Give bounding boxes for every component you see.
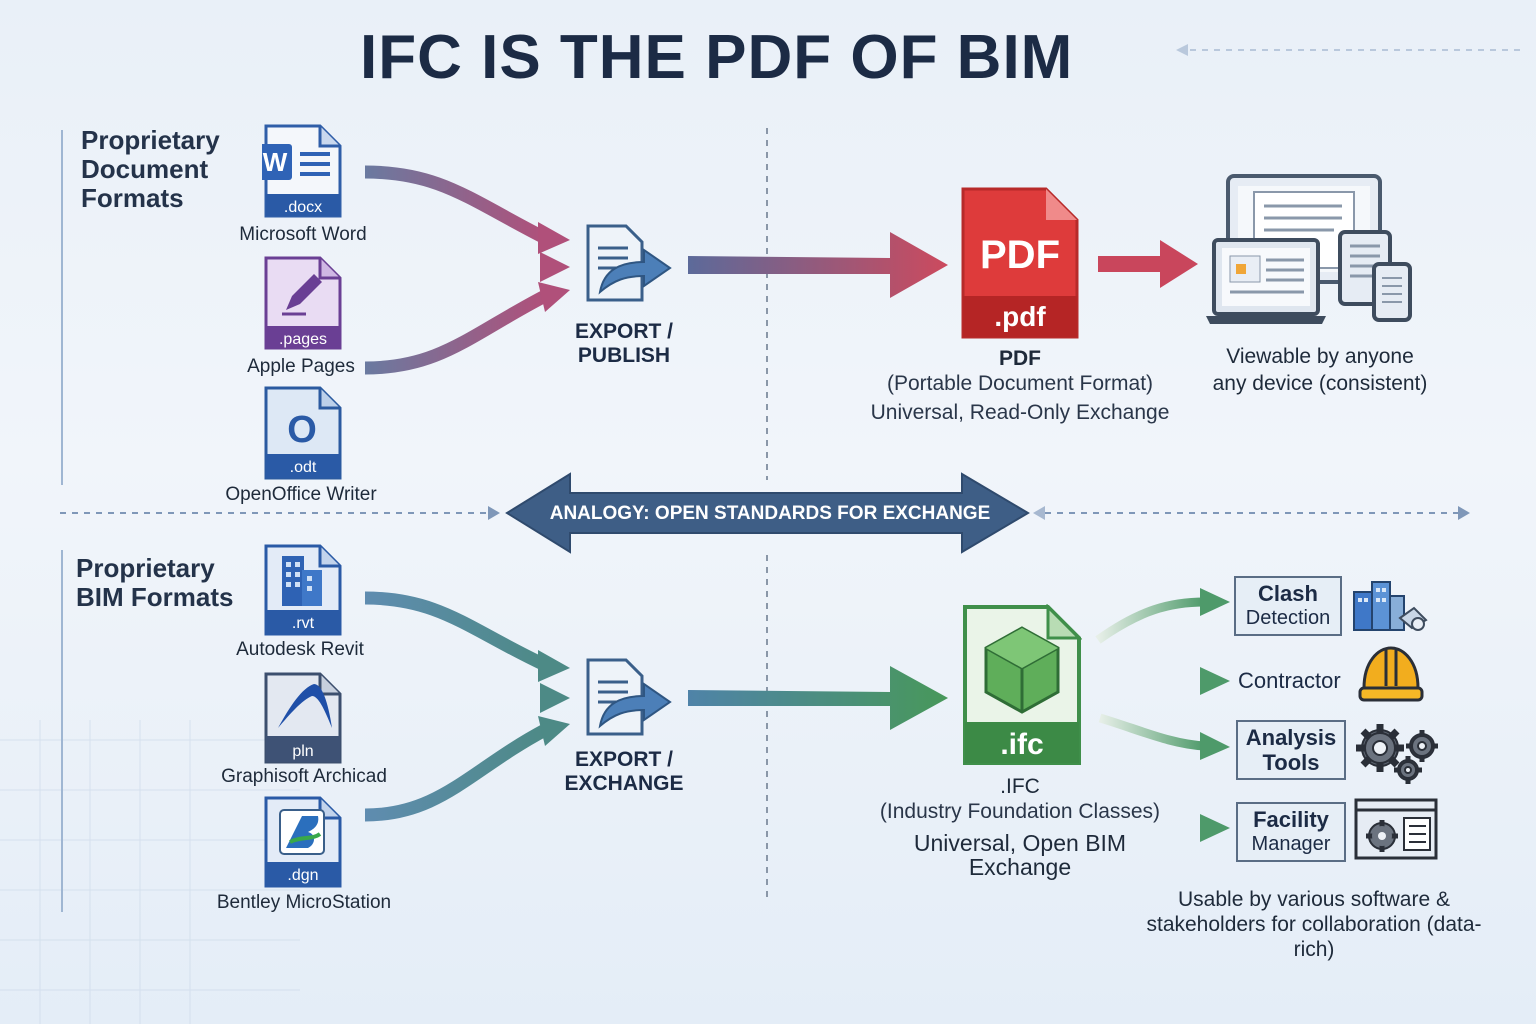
page-title: IFC IS THE PDF OF BIM — [360, 23, 1074, 92]
ifc-description: .IFC (Industry Foundation Classes) Unive… — [860, 774, 1180, 879]
openoffice-doc-icon: O .odt — [264, 386, 342, 480]
file-ext-label: .pages — [279, 331, 327, 348]
step-line: PUBLISH — [577, 344, 671, 367]
file-name-label: OpenOffice Writer — [225, 484, 377, 505]
file-name-label: Bentley MicroStation — [216, 892, 392, 913]
facility-panel-icon — [1354, 798, 1438, 860]
use-label-line: Tools — [1262, 750, 1320, 775]
ifc-ext-text: .ifc — [1000, 728, 1043, 761]
word-letter: W — [263, 147, 288, 177]
use-label-line: Detection — [1245, 607, 1331, 629]
pdf-desc: Universal, Read-Only Exchange — [870, 401, 1170, 424]
step-line: EXCHANGE — [564, 772, 684, 795]
top-input-arrows — [364, 165, 570, 375]
export-document-icon — [586, 224, 672, 302]
analysis-tools-box: Analysis Tools — [1236, 720, 1346, 780]
pdf-badge-text: PDF — [980, 233, 1060, 277]
pdf-description: PDF (Portable Document Format) Universal… — [860, 346, 1180, 426]
file-ext-label: .odt — [290, 459, 317, 476]
pdf-to-devices-arrow — [1098, 240, 1198, 288]
file-name-label: Autodesk Revit — [236, 639, 364, 660]
file-ext-label: .docx — [284, 199, 322, 216]
export-publish-label: EXPORT / PUBLISH — [544, 320, 704, 368]
heading-line: Proprietary — [76, 553, 215, 583]
file-ext-label: .dgn — [287, 867, 318, 884]
top-section-heading: Proprietary Document Formats — [81, 126, 220, 213]
devices-icon — [1206, 174, 1412, 324]
analogy-double-arrow — [505, 472, 1030, 554]
pen-doc-icon: .pages — [264, 256, 342, 350]
bentley-doc-icon: .dgn — [264, 796, 342, 888]
file-name-label: Graphisoft Archicad — [221, 766, 387, 787]
uses-caption: Usable by various software & stakeholder… — [1124, 887, 1504, 962]
file-name-label: Apple Pages — [247, 356, 355, 377]
archicad-doc-icon: pln — [264, 672, 342, 764]
bottom-export-arrow — [688, 666, 948, 730]
bottom-input-arrows — [364, 591, 570, 822]
caption-line: rich) — [1293, 938, 1335, 961]
contractor-label: Contractor — [1238, 668, 1341, 693]
use-label-line: Analysis — [1245, 725, 1337, 750]
heading-line: Document — [81, 154, 209, 184]
analogy-label: ANALOGY: OPEN STANDARDS FOR EXCHANGE — [549, 503, 991, 524]
gears-icon — [1356, 724, 1438, 784]
use-label-line: Clash — [1258, 581, 1318, 606]
step-line: EXPORT / — [574, 320, 674, 343]
caption-line: any device (consistent) — [1212, 372, 1428, 395]
heading-line: BIM Formats — [76, 582, 234, 612]
clash-detection-box: Clash Detection — [1234, 576, 1342, 636]
background-grid — [0, 720, 300, 1024]
clash-detection-icon — [1353, 581, 1428, 631]
heading-line: Formats — [81, 183, 184, 213]
top-export-arrow — [688, 232, 948, 298]
file-name-label: Microsoft Word — [239, 224, 367, 245]
ifc-name: .IFC — [1000, 775, 1040, 798]
export-document-icon — [586, 658, 672, 736]
ifc-file-icon: .ifc — [963, 604, 1082, 765]
file-ext-label: pln — [292, 743, 313, 760]
use-label-line: Facility — [1253, 807, 1329, 832]
file-ext-label: .rvt — [292, 615, 315, 632]
hard-hat-icon — [1358, 646, 1424, 702]
caption-line: Viewable by anyone — [1226, 345, 1414, 368]
ifc-full-name: (Industry Foundation Classes) — [879, 800, 1161, 823]
facility-manager-box: Facility Manager — [1236, 802, 1346, 862]
word-doc-icon: W .docx — [262, 124, 342, 218]
ifc-desc: Exchange — [968, 854, 1072, 880]
ifc-desc: Universal, Open BIM — [913, 830, 1127, 856]
export-exchange-label: EXPORT / EXCHANGE — [544, 748, 704, 796]
caption-line: stakeholders for collaboration (data- — [1146, 913, 1482, 936]
bottom-section-heading: Proprietary BIM Formats — [76, 554, 233, 612]
pdf-name: PDF — [999, 347, 1041, 370]
use-label-line: Manager — [1251, 833, 1331, 855]
pdf-ext-text: .pdf — [994, 301, 1046, 332]
caption-line: Usable by various software & — [1178, 888, 1450, 911]
pdf-file-icon: PDF .pdf — [961, 187, 1079, 339]
building-doc-icon: .rvt — [264, 544, 342, 636]
step-line: EXPORT / — [574, 748, 674, 771]
odt-letter: O — [287, 409, 317, 451]
pdf-full-name: (Portable Document Format) — [886, 372, 1154, 395]
ifc-use-arrows — [1095, 588, 1230, 842]
devices-caption: Viewable by anyone any device (consisten… — [1190, 343, 1450, 397]
heading-line: Proprietary — [81, 125, 220, 155]
